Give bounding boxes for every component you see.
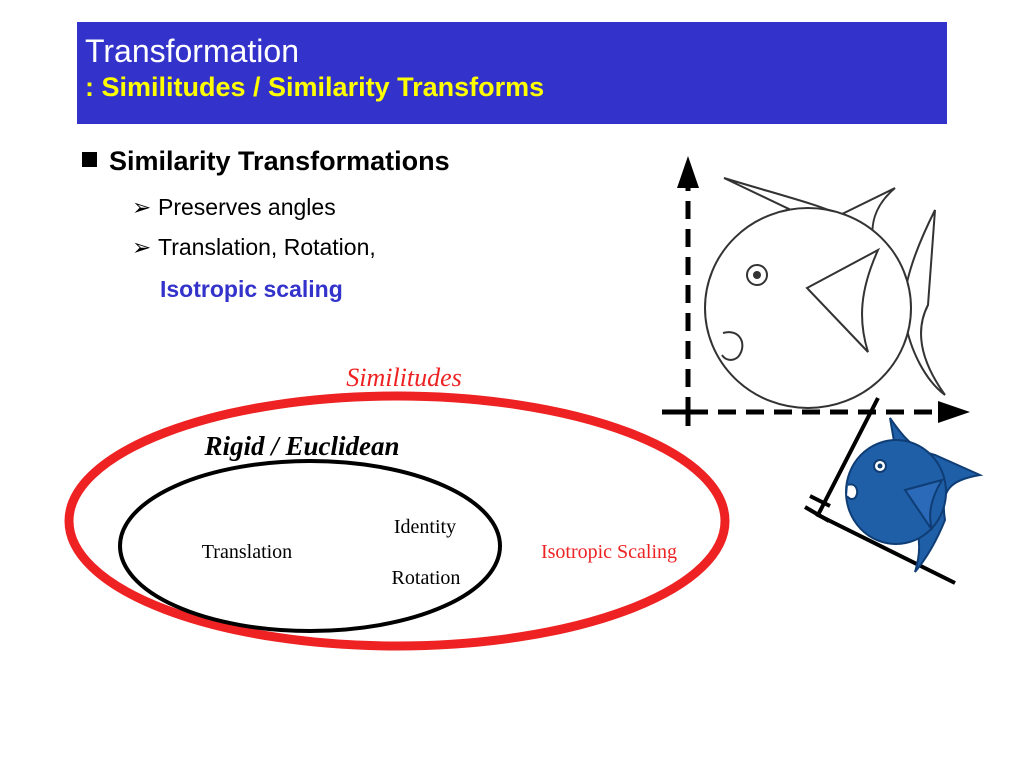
identity-label: Identity xyxy=(394,516,456,538)
similitudes-ellipse xyxy=(64,391,730,651)
translation-label: Translation xyxy=(202,541,292,563)
fish-outline-icon xyxy=(704,177,946,409)
isotropic-scaling-label: Isotropic Scaling xyxy=(541,541,677,563)
rotated-axes xyxy=(803,397,956,585)
fish-blue-icon xyxy=(845,417,984,573)
sub-bullet-1: ➢Preserves angles xyxy=(132,194,336,221)
slide-title: Transformation xyxy=(85,33,299,69)
square-bullet-icon xyxy=(82,152,97,167)
sub-bullet-2-text: Translation, Rotation, xyxy=(158,234,376,260)
rigid-label: Rigid / Euclidean xyxy=(203,431,399,461)
sub-bullet-2: ➢Translation, Rotation, xyxy=(132,234,376,261)
slide-subtitle: : Similitudes / Similarity Transforms xyxy=(85,72,545,102)
sub-bullet-1-text: Preserves angles xyxy=(158,194,336,220)
bullet-main: Similarity Transformations xyxy=(82,146,450,177)
arrow-bullet-icon: ➢ xyxy=(132,234,152,260)
rigid-ellipse xyxy=(118,459,502,633)
title-bar: Transformation : Similitudes / Similarit… xyxy=(77,22,947,124)
arrow-up-icon xyxy=(677,156,699,188)
sub-bullet-2-continued: Isotropic scaling xyxy=(160,276,343,302)
bullet-main-text: Similarity Transformations xyxy=(109,146,450,176)
arrow-bullet-icon: ➢ xyxy=(132,194,152,220)
similitudes-label: Similitudes xyxy=(346,363,462,392)
dashed-axes xyxy=(662,156,970,426)
arrow-right-icon xyxy=(938,401,970,423)
rotation-label: Rotation xyxy=(392,567,461,589)
